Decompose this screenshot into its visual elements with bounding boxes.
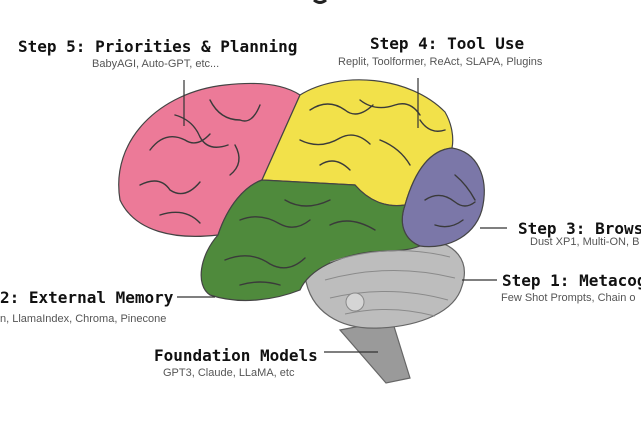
step5-title: Step 5: Priorities & Planning bbox=[18, 37, 298, 56]
top-title-fragment bbox=[313, 0, 327, 4]
foundation-title: Foundation Models bbox=[154, 346, 318, 365]
step3-subtitle: Dust XP1, Multi-ON, B bbox=[530, 236, 640, 248]
step4-subtitle: Replit, Toolformer, ReAct, SLAPA, Plugin… bbox=[338, 56, 543, 68]
step1-title: Step 1: Metacog bbox=[502, 271, 641, 290]
step3-title: Step 3: Brows bbox=[518, 219, 641, 238]
step2-title: 2: External Memory bbox=[0, 288, 174, 307]
step5-subtitle: BabyAGI, Auto-GPT, etc... bbox=[92, 58, 220, 70]
pons-detail bbox=[345, 292, 365, 312]
cerebellum-folds bbox=[324, 250, 456, 317]
step4-title: Step 4: Tool Use bbox=[370, 34, 525, 53]
connector-lines bbox=[177, 78, 507, 353]
foundation-subtitle: GPT3, Claude, LLaMA, etc bbox=[163, 367, 295, 379]
step1-subtitle: Few Shot Prompts, Chain o bbox=[501, 292, 636, 304]
step2-subtitle: n, LlamaIndex, Chroma, Pinecone bbox=[0, 313, 167, 325]
